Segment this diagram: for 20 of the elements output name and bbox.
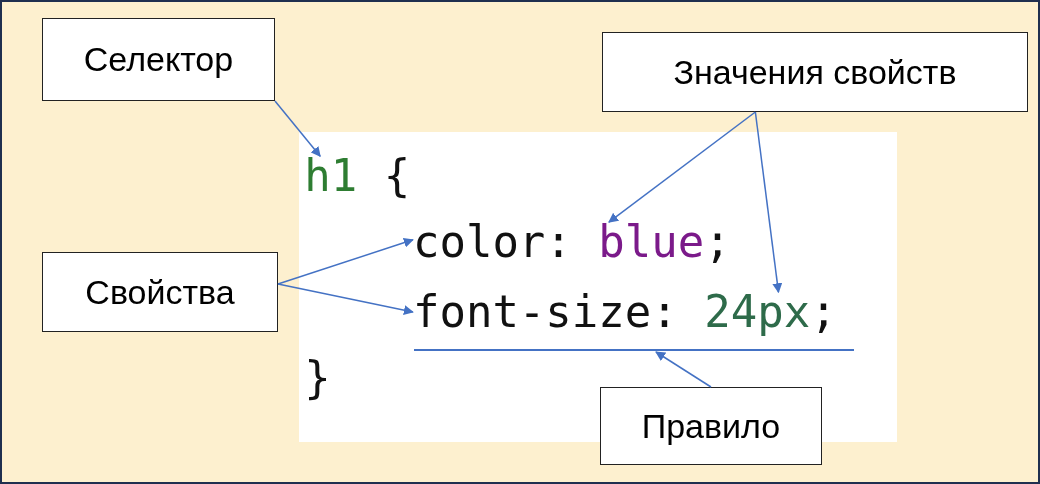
brace: {	[383, 154, 411, 198]
property-name: font-size:	[412, 290, 678, 334]
arrow	[608, 111, 757, 223]
rule-underline	[414, 348, 854, 352]
semicolon: ;	[810, 290, 837, 334]
property-value: blue	[598, 220, 705, 264]
arrow	[277, 237, 414, 285]
property-name: color:	[412, 220, 572, 264]
arrow	[754, 111, 783, 294]
property-value: 24px	[704, 290, 811, 334]
callout-label: Свойства	[42, 252, 278, 332]
brace: }	[304, 356, 331, 400]
semicolon: ;	[704, 220, 731, 264]
callout-label: Правило	[600, 387, 822, 465]
arrow	[274, 100, 321, 157]
callout-label: Значения свойств	[602, 32, 1028, 112]
arrow	[277, 283, 414, 316]
selector-text: h1	[304, 154, 358, 198]
callout-label: Селектор	[42, 18, 275, 101]
arrow	[655, 351, 712, 388]
